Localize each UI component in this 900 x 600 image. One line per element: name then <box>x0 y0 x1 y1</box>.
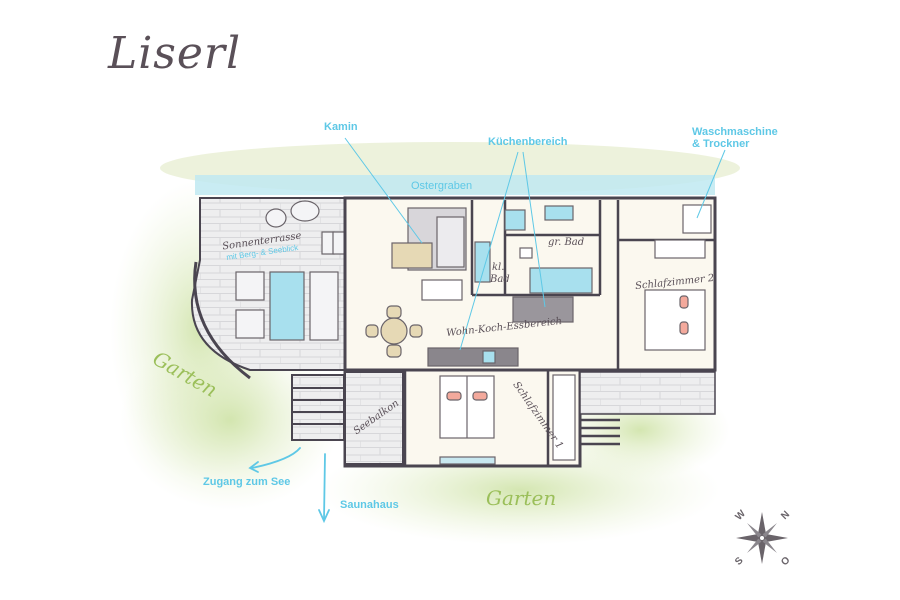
compass-rose <box>736 512 788 564</box>
callout-kuechenbereich: Küchenbereich <box>488 136 568 148</box>
callout-zugang-see: Zugang zum See <box>203 476 291 488</box>
room-kl-bad-line2: Bad <box>490 274 510 285</box>
room-gr-bad: gr. Bad <box>548 237 585 248</box>
label-ostergraben: Ostergraben <box>411 180 473 192</box>
callout-kamin: Kamin <box>324 121 358 133</box>
callout-saunahaus: Saunahaus <box>340 499 399 511</box>
ostergraben-stream <box>195 175 715 195</box>
callout-waschmaschine: Waschmaschine <box>692 126 778 138</box>
callout-trockner: & Trockner <box>692 138 750 150</box>
room-kl-bad: kl. <box>492 262 505 273</box>
garden-label-south: Garten <box>486 486 557 510</box>
page-title: Liserl <box>108 28 242 79</box>
